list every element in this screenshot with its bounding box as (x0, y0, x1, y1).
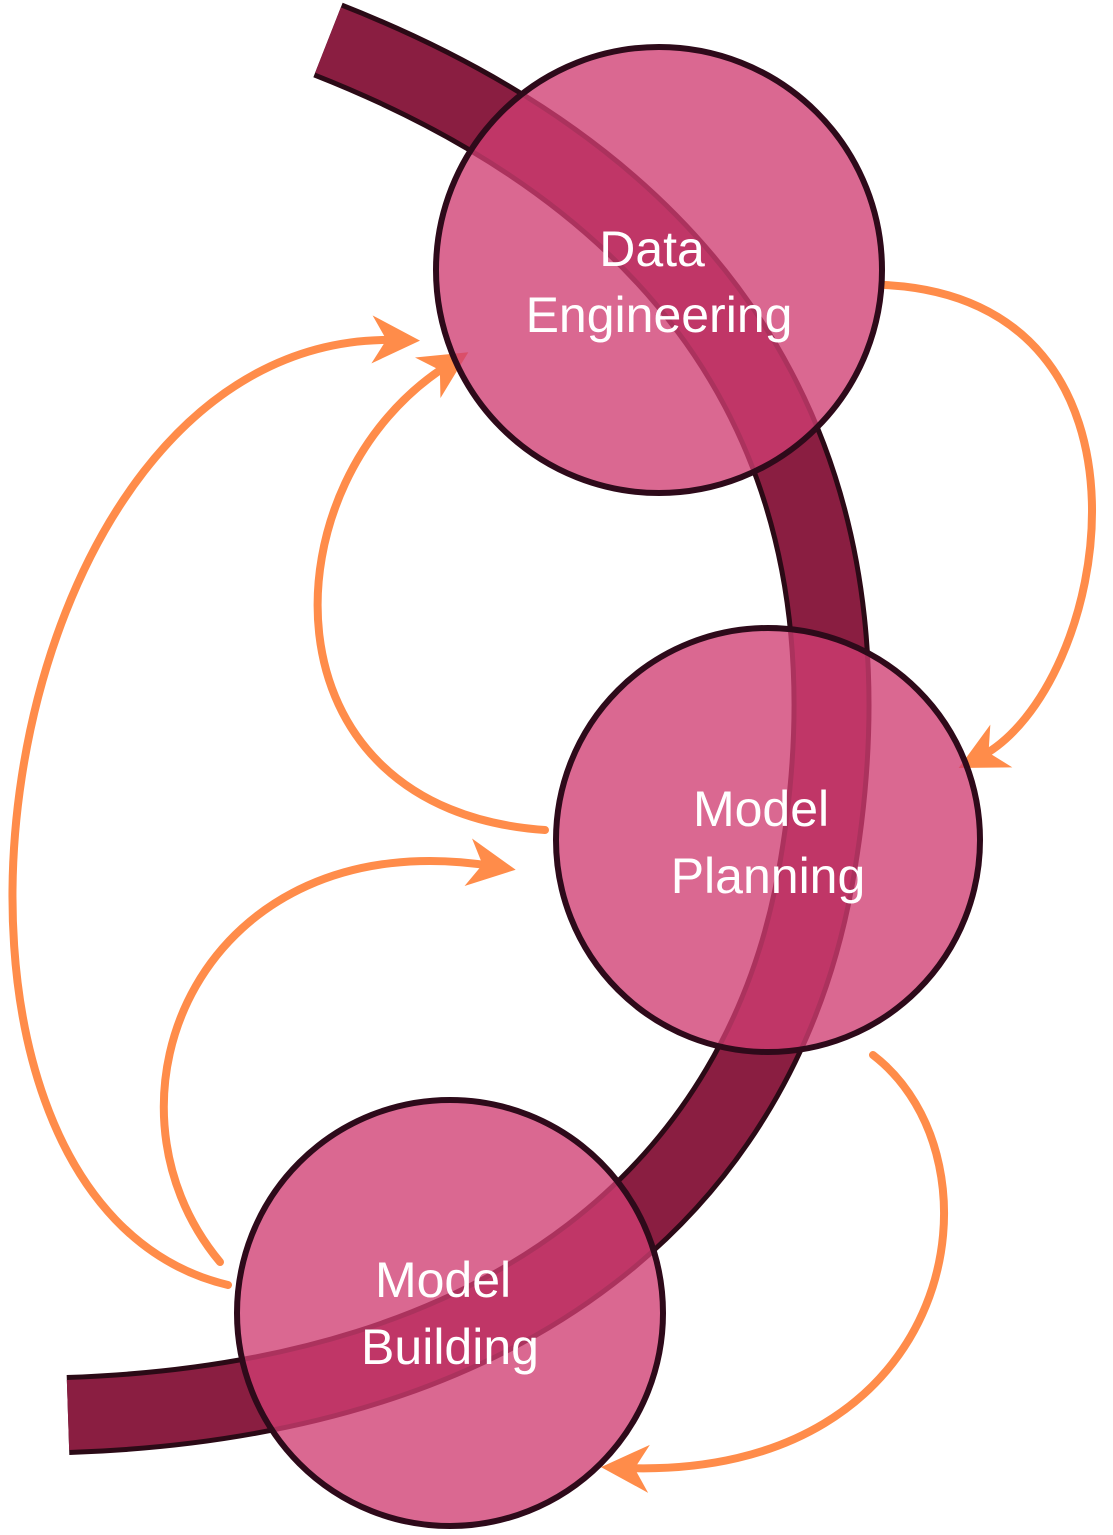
node-model-planning: Model Planning (553, 625, 983, 1055)
arrow-data-engineering-to-model-planning (881, 281, 1097, 769)
node-model-planning-circle (553, 625, 983, 1055)
node-model-building-label: Model Building (361, 1252, 539, 1375)
node-model-planning-label-line1: Model (693, 781, 829, 837)
node-data-engineering-label: Data Engineering (526, 221, 793, 343)
node-model-building-circle (234, 1097, 666, 1529)
node-model-planning-label-line2: Planning (671, 848, 866, 904)
node-data-engineering-label-line1: Data (599, 221, 705, 277)
node-model-building-label-line1: Model (375, 1252, 511, 1308)
feedback-arrows (8, 281, 1097, 1493)
node-model-planning-label: Model Planning (671, 781, 866, 904)
arrow-model-building-to-data-engineering (8, 315, 420, 1289)
node-model-building-label-line2: Building (361, 1319, 539, 1375)
arrow-model-planning-to-data-engineering (313, 352, 549, 834)
arrow-model-planning-to-model-building (601, 1051, 948, 1493)
node-data-engineering: Data Engineering (433, 44, 885, 496)
arrow-model-building-to-model-planning (159, 838, 516, 1266)
node-data-engineering-label-line2: Engineering (526, 287, 793, 343)
node-data-engineering-circle (433, 44, 885, 496)
node-model-building: Model Building (234, 1097, 666, 1529)
